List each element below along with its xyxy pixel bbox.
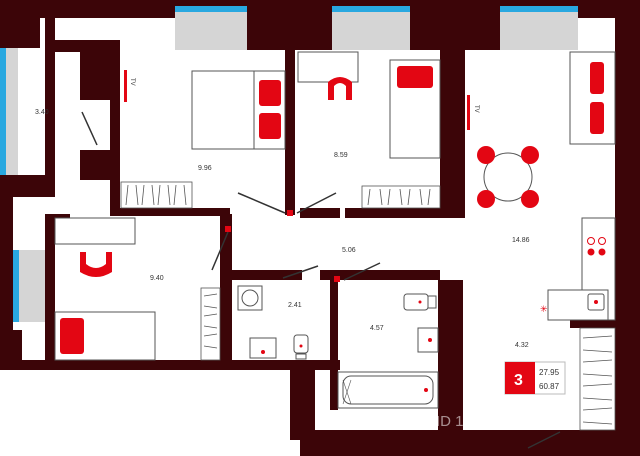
room-area-bedroom-3: 9.40 bbox=[150, 275, 164, 282]
stove-icon bbox=[587, 237, 606, 256]
bed-icon bbox=[54, 311, 156, 361]
dining-table-icon bbox=[477, 146, 539, 208]
tv-icon: TV bbox=[467, 95, 479, 130]
room-area-hall: 5.06 bbox=[342, 247, 356, 254]
bathtub-icon bbox=[337, 371, 439, 409]
room-area-entrance: 4.32 bbox=[515, 342, 529, 349]
door-hinges bbox=[225, 210, 340, 282]
wardrobe-icon bbox=[361, 185, 441, 209]
toilet-icon bbox=[403, 293, 437, 311]
desk-icon bbox=[54, 217, 136, 245]
total-area: 60.87 bbox=[539, 382, 560, 391]
room-area-balcony: 3.40 bbox=[35, 109, 49, 116]
wardrobe-icon bbox=[200, 287, 221, 361]
sink-icon bbox=[587, 293, 605, 311]
door-icon bbox=[81, 111, 561, 449]
chair-icon bbox=[328, 77, 352, 100]
rooms-count: 3 bbox=[514, 372, 523, 389]
room-area-bedroom-1: 9.96 bbox=[198, 165, 212, 172]
room-area-kitchen-living: 14.86 bbox=[512, 237, 530, 244]
sink-icon bbox=[417, 327, 439, 353]
sink-icon bbox=[249, 337, 277, 359]
wardrobe-icon bbox=[120, 181, 193, 209]
watermark: ID 1317_ _45 bbox=[436, 413, 526, 430]
sofa-icon bbox=[569, 51, 616, 145]
living-area: 27.95 bbox=[539, 368, 560, 377]
pillow-icon bbox=[259, 80, 281, 106]
room-area-toilet: 2.41 bbox=[288, 302, 302, 309]
kitchen-counter bbox=[547, 217, 616, 321]
room-area-bedroom-2: 8.59 bbox=[334, 152, 348, 159]
bed-icon bbox=[191, 70, 286, 150]
pillow-icon bbox=[397, 66, 433, 88]
desk-icon bbox=[297, 51, 359, 83]
pillow-icon bbox=[259, 113, 281, 139]
apartment-badge: 3 27.95 60.87 bbox=[504, 361, 566, 395]
washing-machine-icon bbox=[237, 285, 263, 311]
spark-icon: ✳ bbox=[540, 305, 548, 315]
tv-icon: TV bbox=[124, 70, 135, 102]
pillow-icon bbox=[60, 318, 84, 354]
room-area-bathroom: 4.57 bbox=[370, 325, 384, 332]
tv-label-living: TV bbox=[473, 105, 479, 113]
wardrobe-icon bbox=[579, 327, 616, 431]
window-icon bbox=[0, 6, 578, 322]
bed-icon bbox=[389, 59, 441, 159]
chair-icon bbox=[80, 252, 112, 277]
tv-label-bedroom: TV bbox=[129, 78, 135, 86]
toilet-icon bbox=[293, 334, 309, 360]
